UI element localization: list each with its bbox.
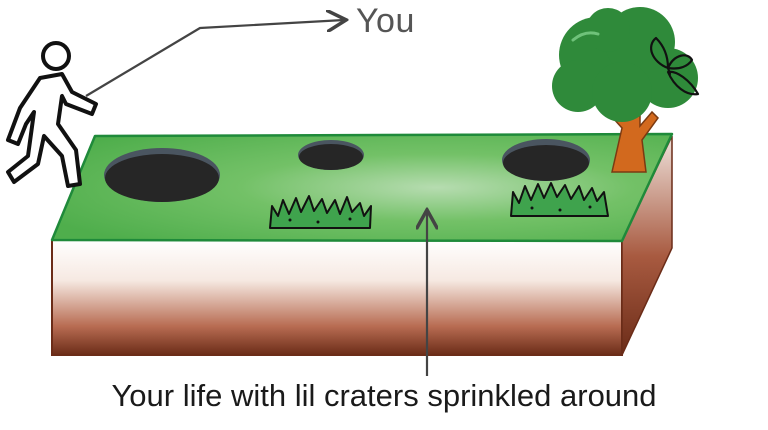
grass-tuft-icon bbox=[510, 182, 609, 217]
butterfly-icon bbox=[650, 36, 700, 96]
pointer-arrow-you bbox=[85, 20, 344, 97]
grass-tuft-icon bbox=[269, 195, 372, 229]
walking-person-icon bbox=[6, 41, 98, 188]
tree-icon bbox=[552, 7, 698, 173]
label-life: Your life with lil craters sprinkled aro… bbox=[111, 378, 657, 413]
crater-large bbox=[104, 148, 220, 202]
crater-small bbox=[298, 140, 364, 170]
label-you: You bbox=[356, 2, 415, 40]
soil-front-face bbox=[51, 239, 623, 356]
crater-right bbox=[502, 139, 590, 181]
tree-leaves bbox=[552, 7, 698, 122]
